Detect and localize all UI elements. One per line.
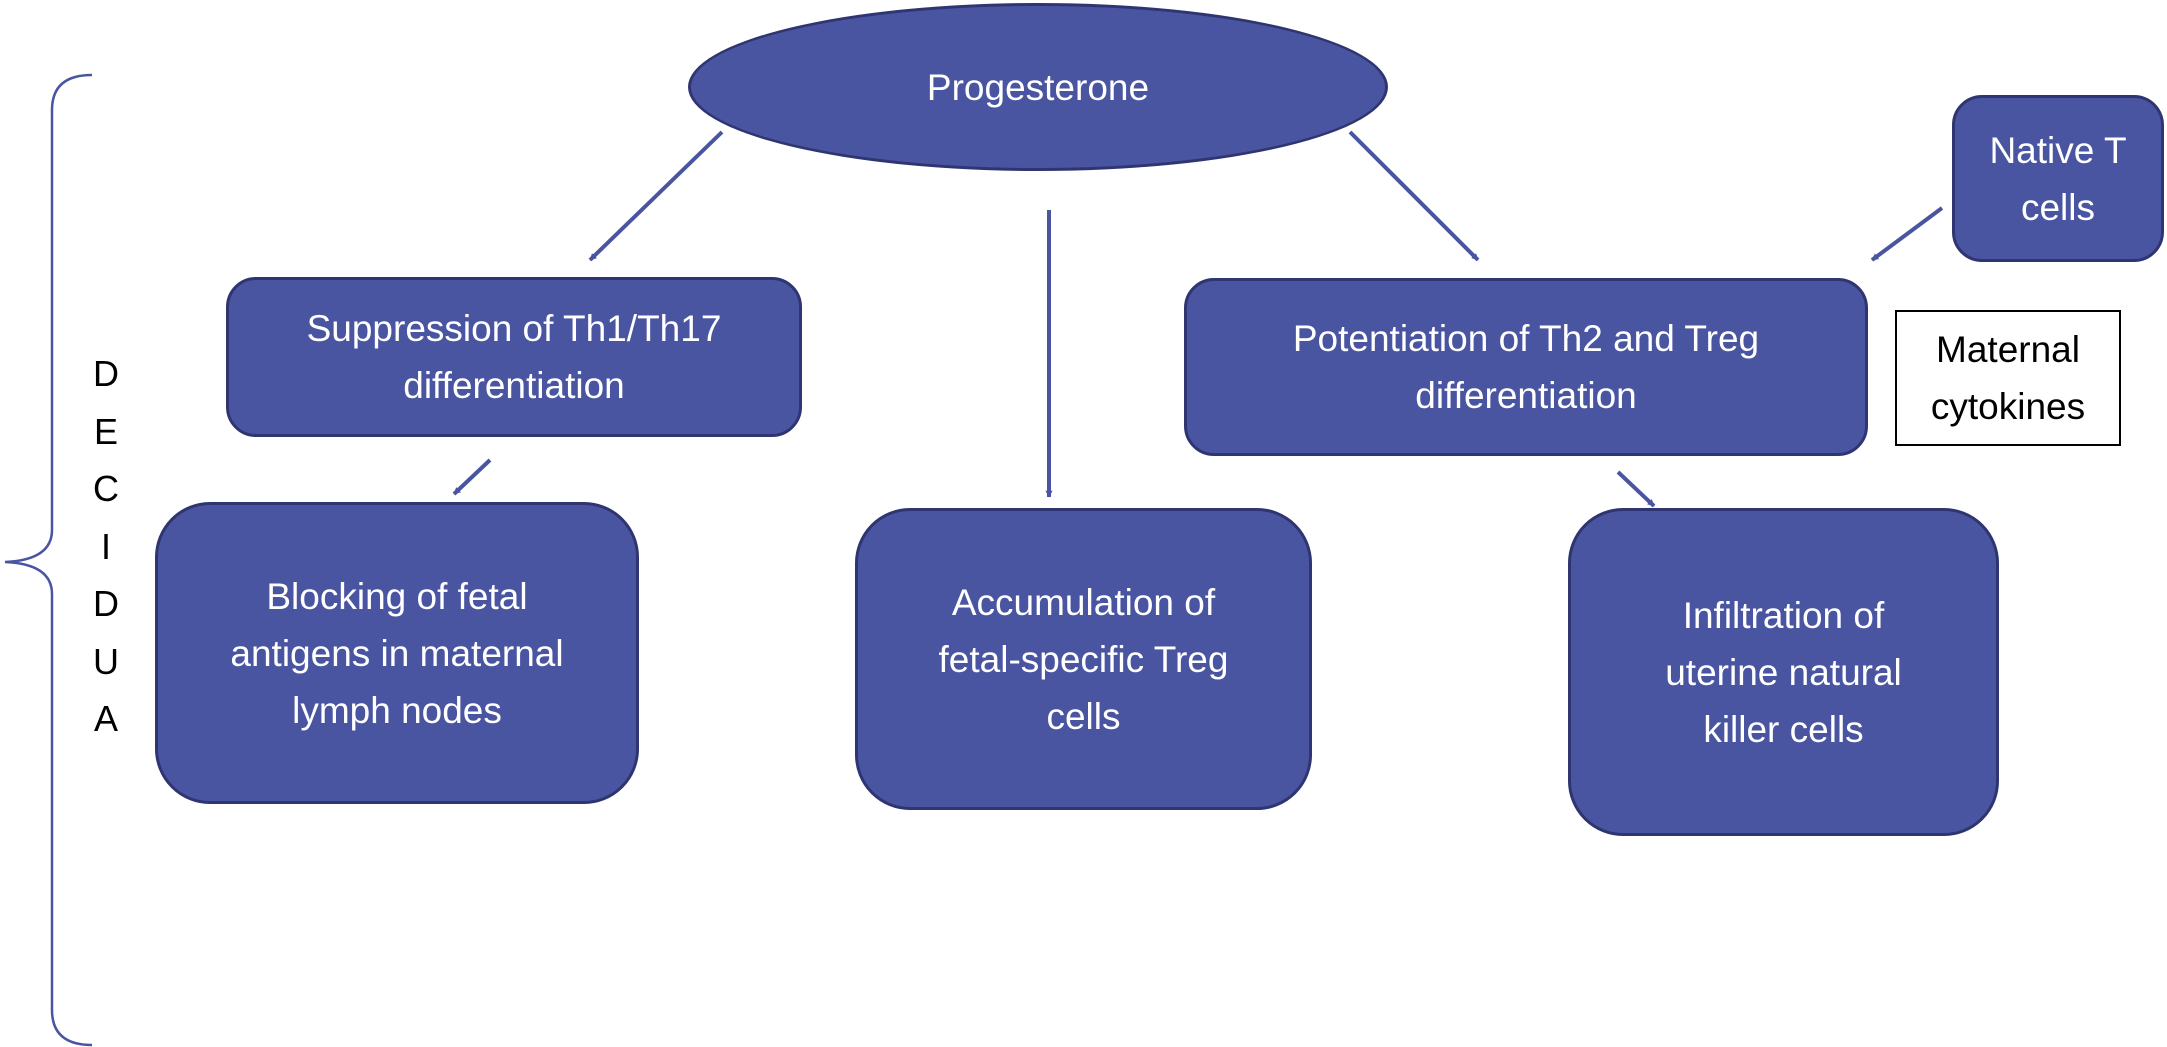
arrow-progesterone-to-potentiation	[1348, 130, 1480, 262]
accumulation-line: Accumulation of	[951, 581, 1216, 623]
arrow-suppression-to-blocking	[452, 458, 492, 496]
infiltration-line: uterine natural	[1665, 651, 1902, 693]
suppression-text: Suppression of Th1/Th17 differentiation	[307, 300, 722, 414]
blocking-text: Blocking of fetal antigens in maternal lym…	[230, 568, 563, 739]
progesterone-text: Progesterone	[927, 59, 1149, 116]
infiltration-line: killer cells	[1703, 708, 1864, 750]
blocking-line: Blocking of fetal	[266, 575, 528, 617]
accumulation-line: fetal-specific Treg	[938, 638, 1229, 680]
native-t-line: cells	[2020, 186, 2096, 228]
infiltration-unk-cells-node: Infiltration of uterine natural killer cel…	[1568, 508, 1999, 836]
decidua-letter: U	[93, 640, 119, 682]
native-t-line: Native T	[1989, 129, 2127, 171]
decidua-letter: C	[93, 468, 119, 509]
arrow-progesterone-to-suppression	[588, 130, 724, 262]
suppression-line: Suppression of Th1/Th17	[306, 308, 722, 349]
accumulation-line: cells	[1046, 695, 1121, 737]
native-t-text: Native T cells	[1989, 122, 2126, 236]
decidua-bracket	[4, 73, 93, 1047]
decidua-letter: D	[93, 583, 119, 624]
suppression-line: differentiation	[403, 365, 625, 406]
potentiation-line: Potentiation of Th2 and Treg	[1292, 318, 1760, 359]
arrow-potentiation-to-infiltration	[1616, 470, 1656, 508]
maternal-cytokines-label: Maternal cytokines	[1895, 310, 2121, 446]
arrow-native-t-to-potentiation	[1870, 206, 1944, 262]
infiltration-line: Infiltration of	[1682, 594, 1885, 636]
potentiation-line: differentiation	[1415, 375, 1637, 416]
native-t-cells-node: Native T cells	[1952, 95, 2164, 262]
potentiation-th2-treg-node: Potentiation of Th2 and Treg differentiat…	[1184, 278, 1868, 456]
accumulation-fetal-treg-node: Accumulation of fetal-specific Treg cells	[855, 508, 1312, 810]
decidua-letter: A	[93, 698, 118, 739]
blocking-line: lymph nodes	[292, 689, 502, 731]
blocking-line: antigens in maternal	[230, 632, 564, 674]
blocking-fetal-antigens-node: Blocking of fetal antigens in maternal lym…	[155, 502, 639, 804]
suppression-th1-th17-node: Suppression of Th1/Th17 differentiation	[226, 277, 802, 437]
accumulation-text: Accumulation of fetal-specific Treg cells	[939, 574, 1229, 745]
infiltration-text: Infiltration of uterine natural killer cel…	[1665, 587, 1902, 758]
maternal-cytokines-line: cytokines	[1930, 386, 2086, 427]
maternal-cytokines-line: Maternal	[1936, 329, 2080, 370]
progesterone-line: Progesterone	[926, 66, 1150, 108]
decidua-letter: I	[100, 525, 111, 567]
potentiation-text: Potentiation of Th2 and Treg differentiat…	[1293, 310, 1759, 424]
progesterone-node: Progesterone	[688, 3, 1388, 171]
maternal-cytokines-text: Maternal cytokines	[1931, 321, 2085, 435]
decidua-letter: D	[93, 353, 119, 394]
decidua-letter: E	[93, 410, 118, 452]
